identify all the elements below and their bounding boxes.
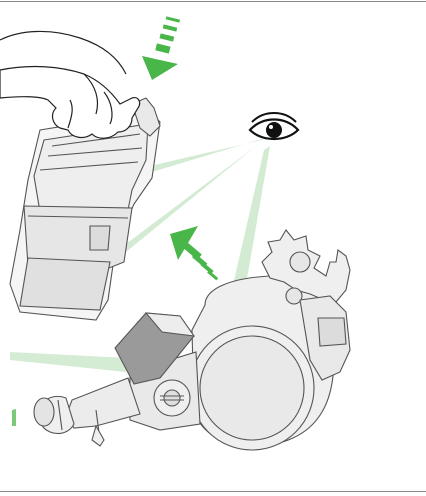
sight-beam-to-bin-top [150,137,268,172]
sight-beam-to-cyclone [230,146,270,298]
arrow-down-icon [142,16,180,80]
sight-beam-to-filter [10,352,128,372]
eye-icon [250,113,298,139]
hand-icon [0,31,140,138]
sight-mark-left [12,409,16,426]
arrow-up-icon [170,226,218,280]
